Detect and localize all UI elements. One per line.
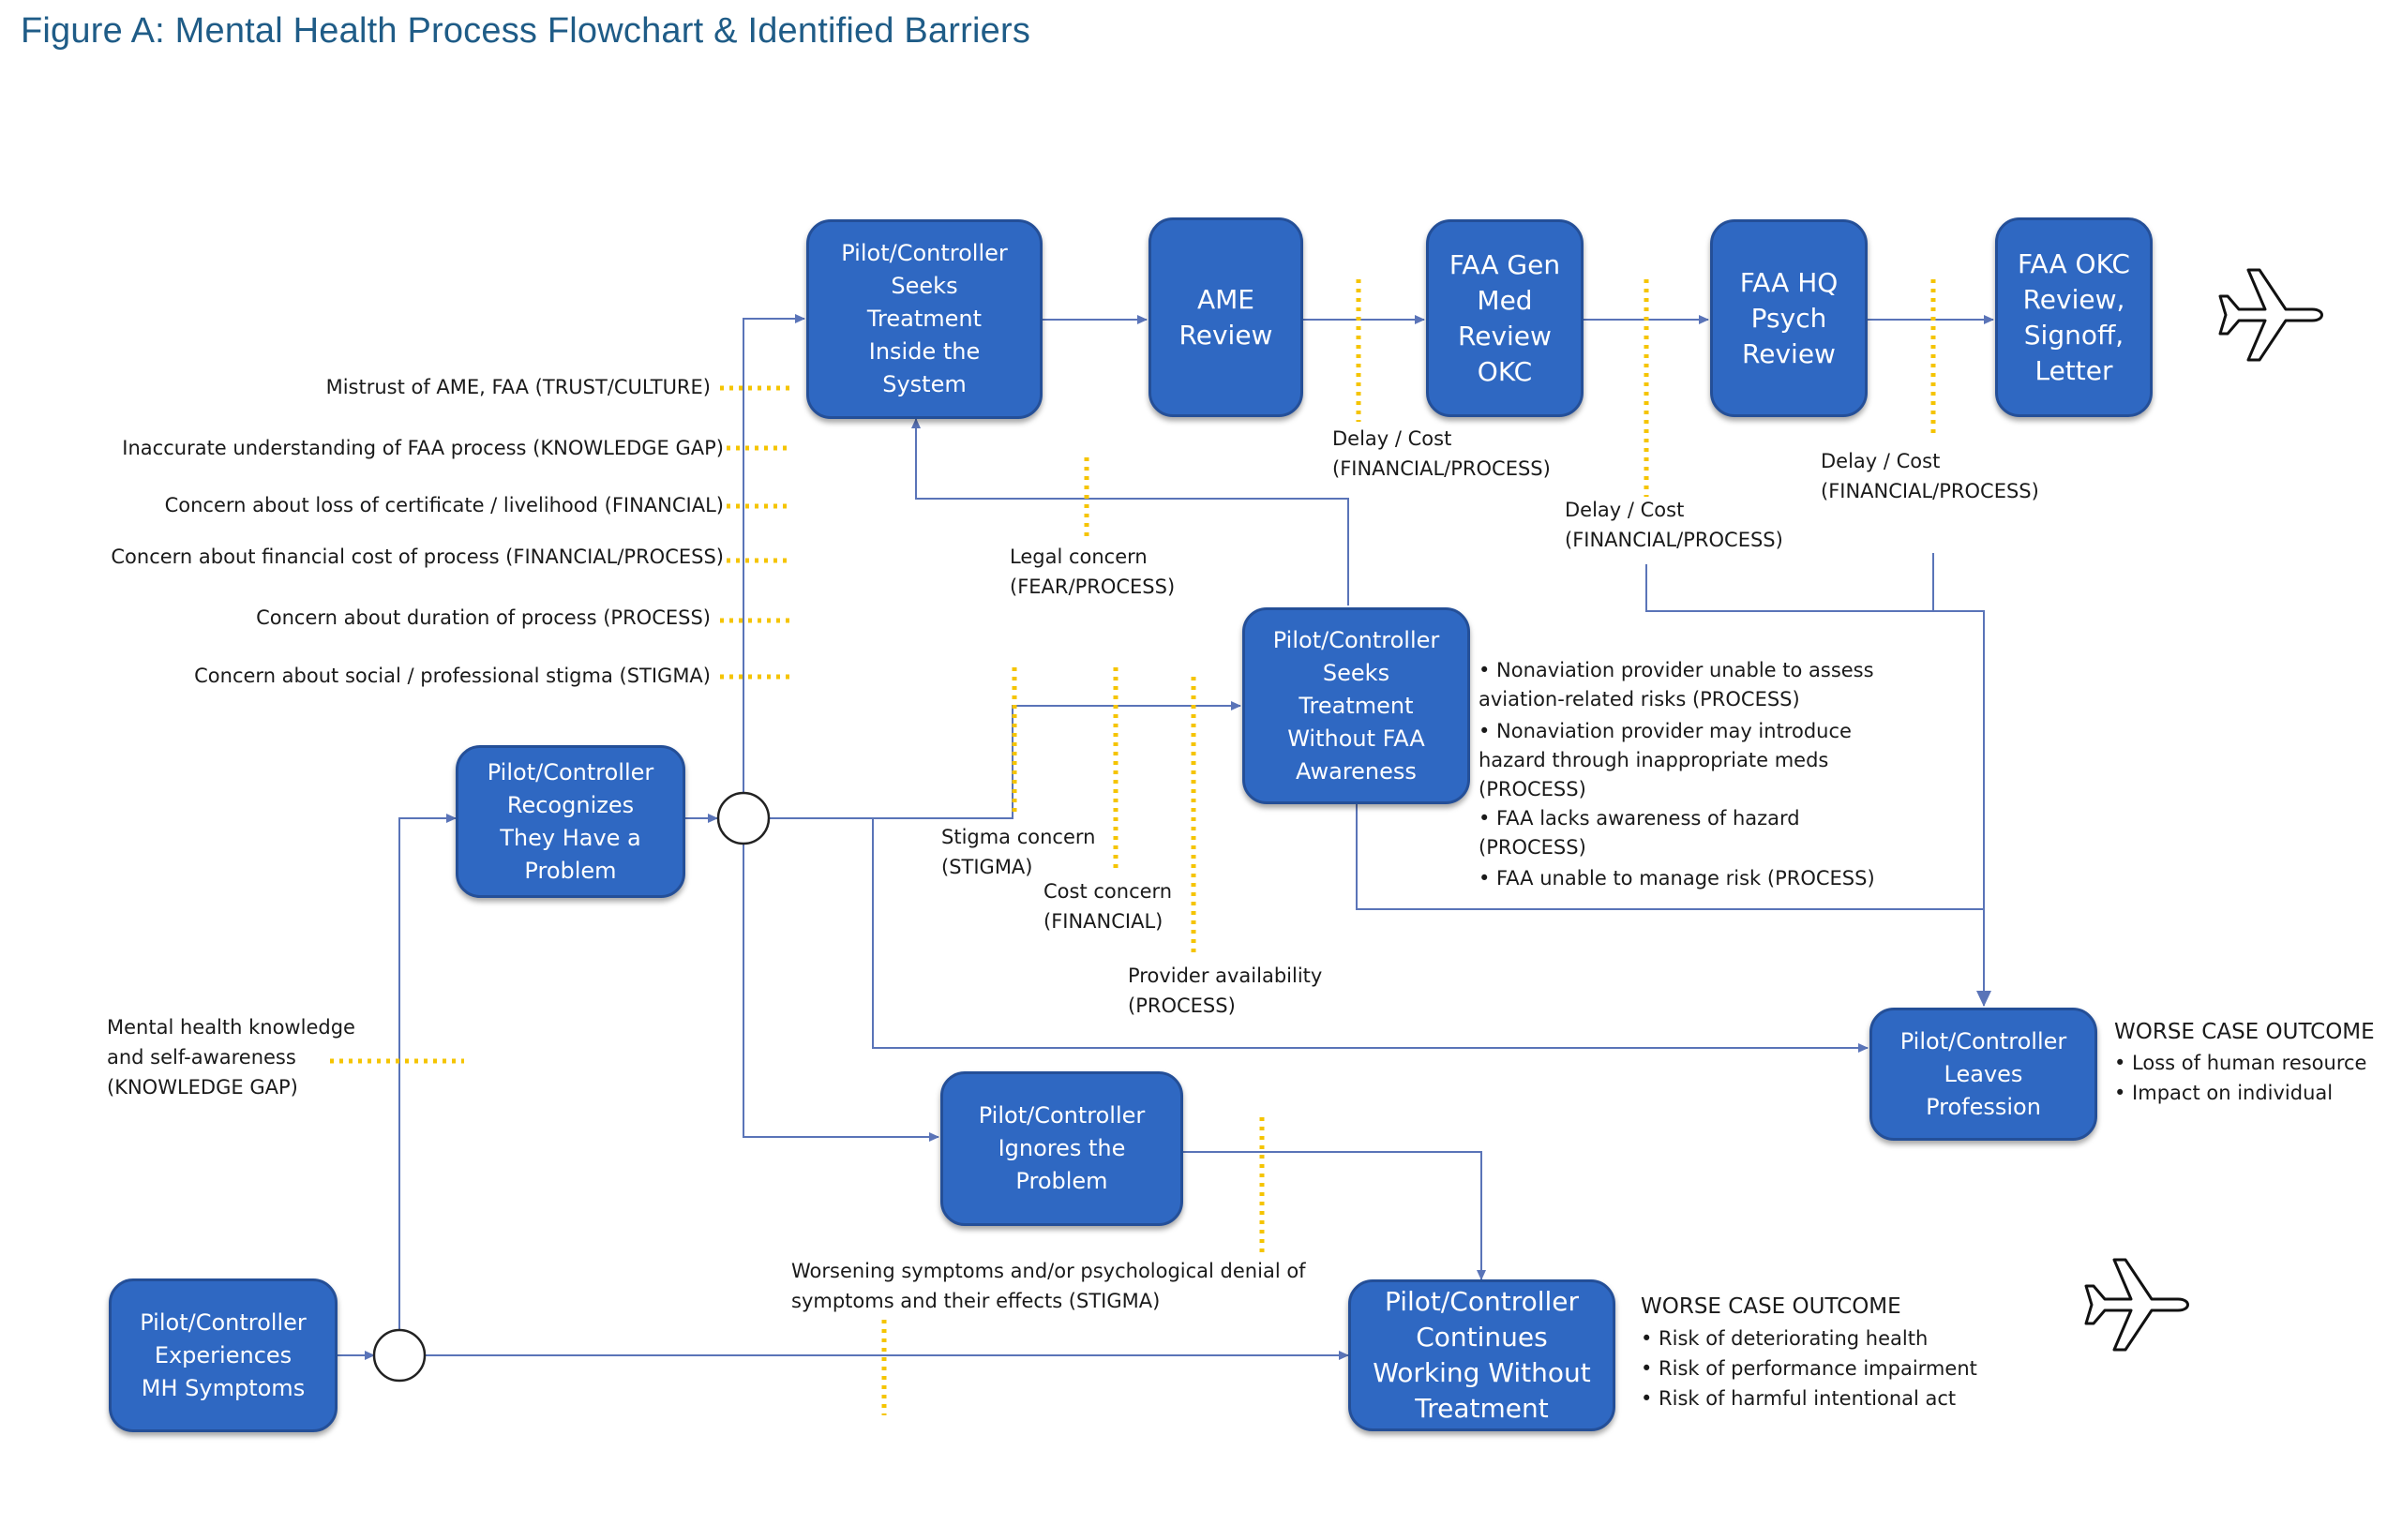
outcome-continues-item-1: • Risk of deteriorating health [1641,1327,1929,1350]
label-mh-knowledge: Mental health knowledge and self-awarene… [107,1016,355,1099]
box-continues-working-without-treatment: Pilot/Controller Continues Working Witho… [1348,1279,1615,1431]
box-seeks-treatment-inside-system: Pilot/Controller Seeks Treatment Inside … [806,219,1043,419]
nonaviation-risk-4: • FAA unable to manage risk (PROCESS) [1479,867,1875,890]
box-ame-review: AME Review [1148,217,1303,417]
label-delay-cost-hq: Delay / Cost (FINANCIAL/PROCESS) [1565,499,1783,551]
barrier-social-stigma: Concern about social / professional stig… [194,665,711,687]
box-faa-okc-review-signoff-letter: FAA OKC Review, Signoff, Letter [1995,217,2153,417]
label-legal-concern: Legal concern (FEAR/PROCESS) [1010,546,1176,598]
decision-junction-upper [716,791,771,845]
nonaviation-risk-3: • FAA lacks awareness of hazard (PROCESS… [1479,807,1800,859]
barrier-mistrust: Mistrust of AME, FAA (TRUST/CULTURE) [325,376,711,398]
connector-junction-up-to-recognizes [398,814,457,1330]
nonaviation-risk-2: • Nonaviation provider may introduce haz… [1479,720,1852,800]
label-delay-cost-okc: Delay / Cost (FINANCIAL/PROCESS) [1821,450,2039,502]
box-experiences-mh-symptoms: Pilot/Controller Experiences MH Symptoms [109,1278,338,1432]
box-faa-gen-med-review-okc: FAA Gen Med Review OKC [1426,219,1584,417]
outcome-leaves-item-2: • Impact on individual [2114,1082,2334,1104]
outcome-leaves-item-1: • Loss of human resource [2114,1052,2367,1074]
outcome-continues-item-3: • Risk of harmful intentional act [1641,1387,1957,1410]
box-faa-hq-psych-review: FAA HQ Psych Review [1710,219,1868,417]
decision-junction-lower [372,1328,427,1383]
label-delay-cost-gen-med: Delay / Cost (FINANCIAL/PROCESS) [1332,427,1551,480]
connector-ignores-to-continues [1183,1151,1486,1280]
figure-title: Figure A: Mental Health Process Flowchar… [21,11,1031,51]
barrier-duration: Concern about duration of process (PROCE… [256,606,711,629]
nonaviation-risk-1: • Nonaviation provider unable to assess … [1479,659,1874,710]
barrier-financial-cost: Concern about financial cost of process … [111,546,724,568]
label-cost-concern: Cost concern (FINANCIAL) [1043,880,1173,933]
box-recognizes-problem: Pilot/Controller Recognizes They Have a … [456,745,685,898]
barrier-loss-of-certificate: Concern about loss of certificate / live… [164,494,724,516]
box-seeks-treatment-without-faa: Pilot/Controller Seeks Treatment Without… [1242,607,1470,804]
connector-gen-med-drop-to-leaves [1645,564,1991,1007]
outcome-continues-heading: WORSE CASE OUTCOME [1641,1294,1901,1319]
outcome-continues-item-2: • Risk of performance impairment [1641,1357,1977,1380]
airplane-icon [2218,268,2323,362]
connector-junction-to-ignores [743,844,939,1142]
label-provider-availability: Provider availability (PROCESS) [1128,964,1323,1017]
connector-seeks-without-to-leaves [1356,804,1984,910]
label-worsening-symptoms: Worsening symptoms and/or psychological … [791,1260,1306,1312]
label-stigma-concern: Stigma concern (STIGMA) [941,826,1096,878]
connector-junction-up-to-seeks-inside [743,314,805,793]
connector-seeks-without-to-seeks-inside [911,418,1349,606]
box-ignores-problem: Pilot/Controller Ignores the Problem [940,1071,1183,1226]
outcome-leaves-heading: WORSE CASE OUTCOME [2114,1020,2375,1044]
barrier-inaccurate-understanding: Inaccurate understanding of FAA process … [122,437,724,459]
box-leaves-profession: Pilot/Controller Leaves Profession [1869,1008,2097,1141]
airplane-icon [2084,1258,2189,1352]
connector-junction-to-leaves [770,817,1869,1053]
